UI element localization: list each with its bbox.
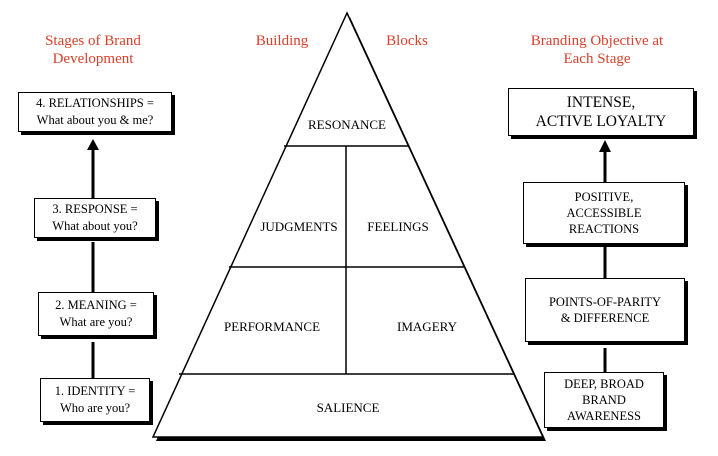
block-feelings: FEELINGS xyxy=(367,219,429,234)
objective-parity: POINTS-OF-PARITY & DIFFERENCE xyxy=(525,278,685,342)
left-arrowhead xyxy=(87,139,99,150)
stage-meaning: 2. MEANING = What are you? xyxy=(38,292,154,336)
block-salience: SALIENCE xyxy=(316,400,380,415)
stage-relationships: 4. RELATIONSHIPS = What about you & me? xyxy=(18,92,172,132)
header-building: Building xyxy=(255,33,309,49)
block-judgments: JUDGMENTS xyxy=(260,219,338,234)
block-resonance: RESONANCE xyxy=(307,117,387,132)
right-arrowhead xyxy=(599,140,611,152)
objective-loyalty: INTENSE, ACTIVE LOYALTY xyxy=(508,88,694,136)
header-objective: Branding Objective at Each Stage xyxy=(530,33,664,67)
block-performance: PERFORMANCE xyxy=(223,319,321,334)
stage-response: 3. RESPONSE = What about you? xyxy=(34,198,156,238)
header-stages: Stages of Brand Development xyxy=(45,33,141,67)
header-blocks: Blocks xyxy=(386,33,428,49)
objective-awareness: DEEP, BROAD BRAND AWARENESS xyxy=(544,372,664,428)
pyramid xyxy=(151,11,545,438)
stage-identity: 1. IDENTITY = Who are you? xyxy=(40,378,150,422)
objective-reactions: POSITIVE, ACCESSIBLE REACTIONS xyxy=(523,182,685,244)
block-imagery: IMAGERY xyxy=(397,319,457,334)
